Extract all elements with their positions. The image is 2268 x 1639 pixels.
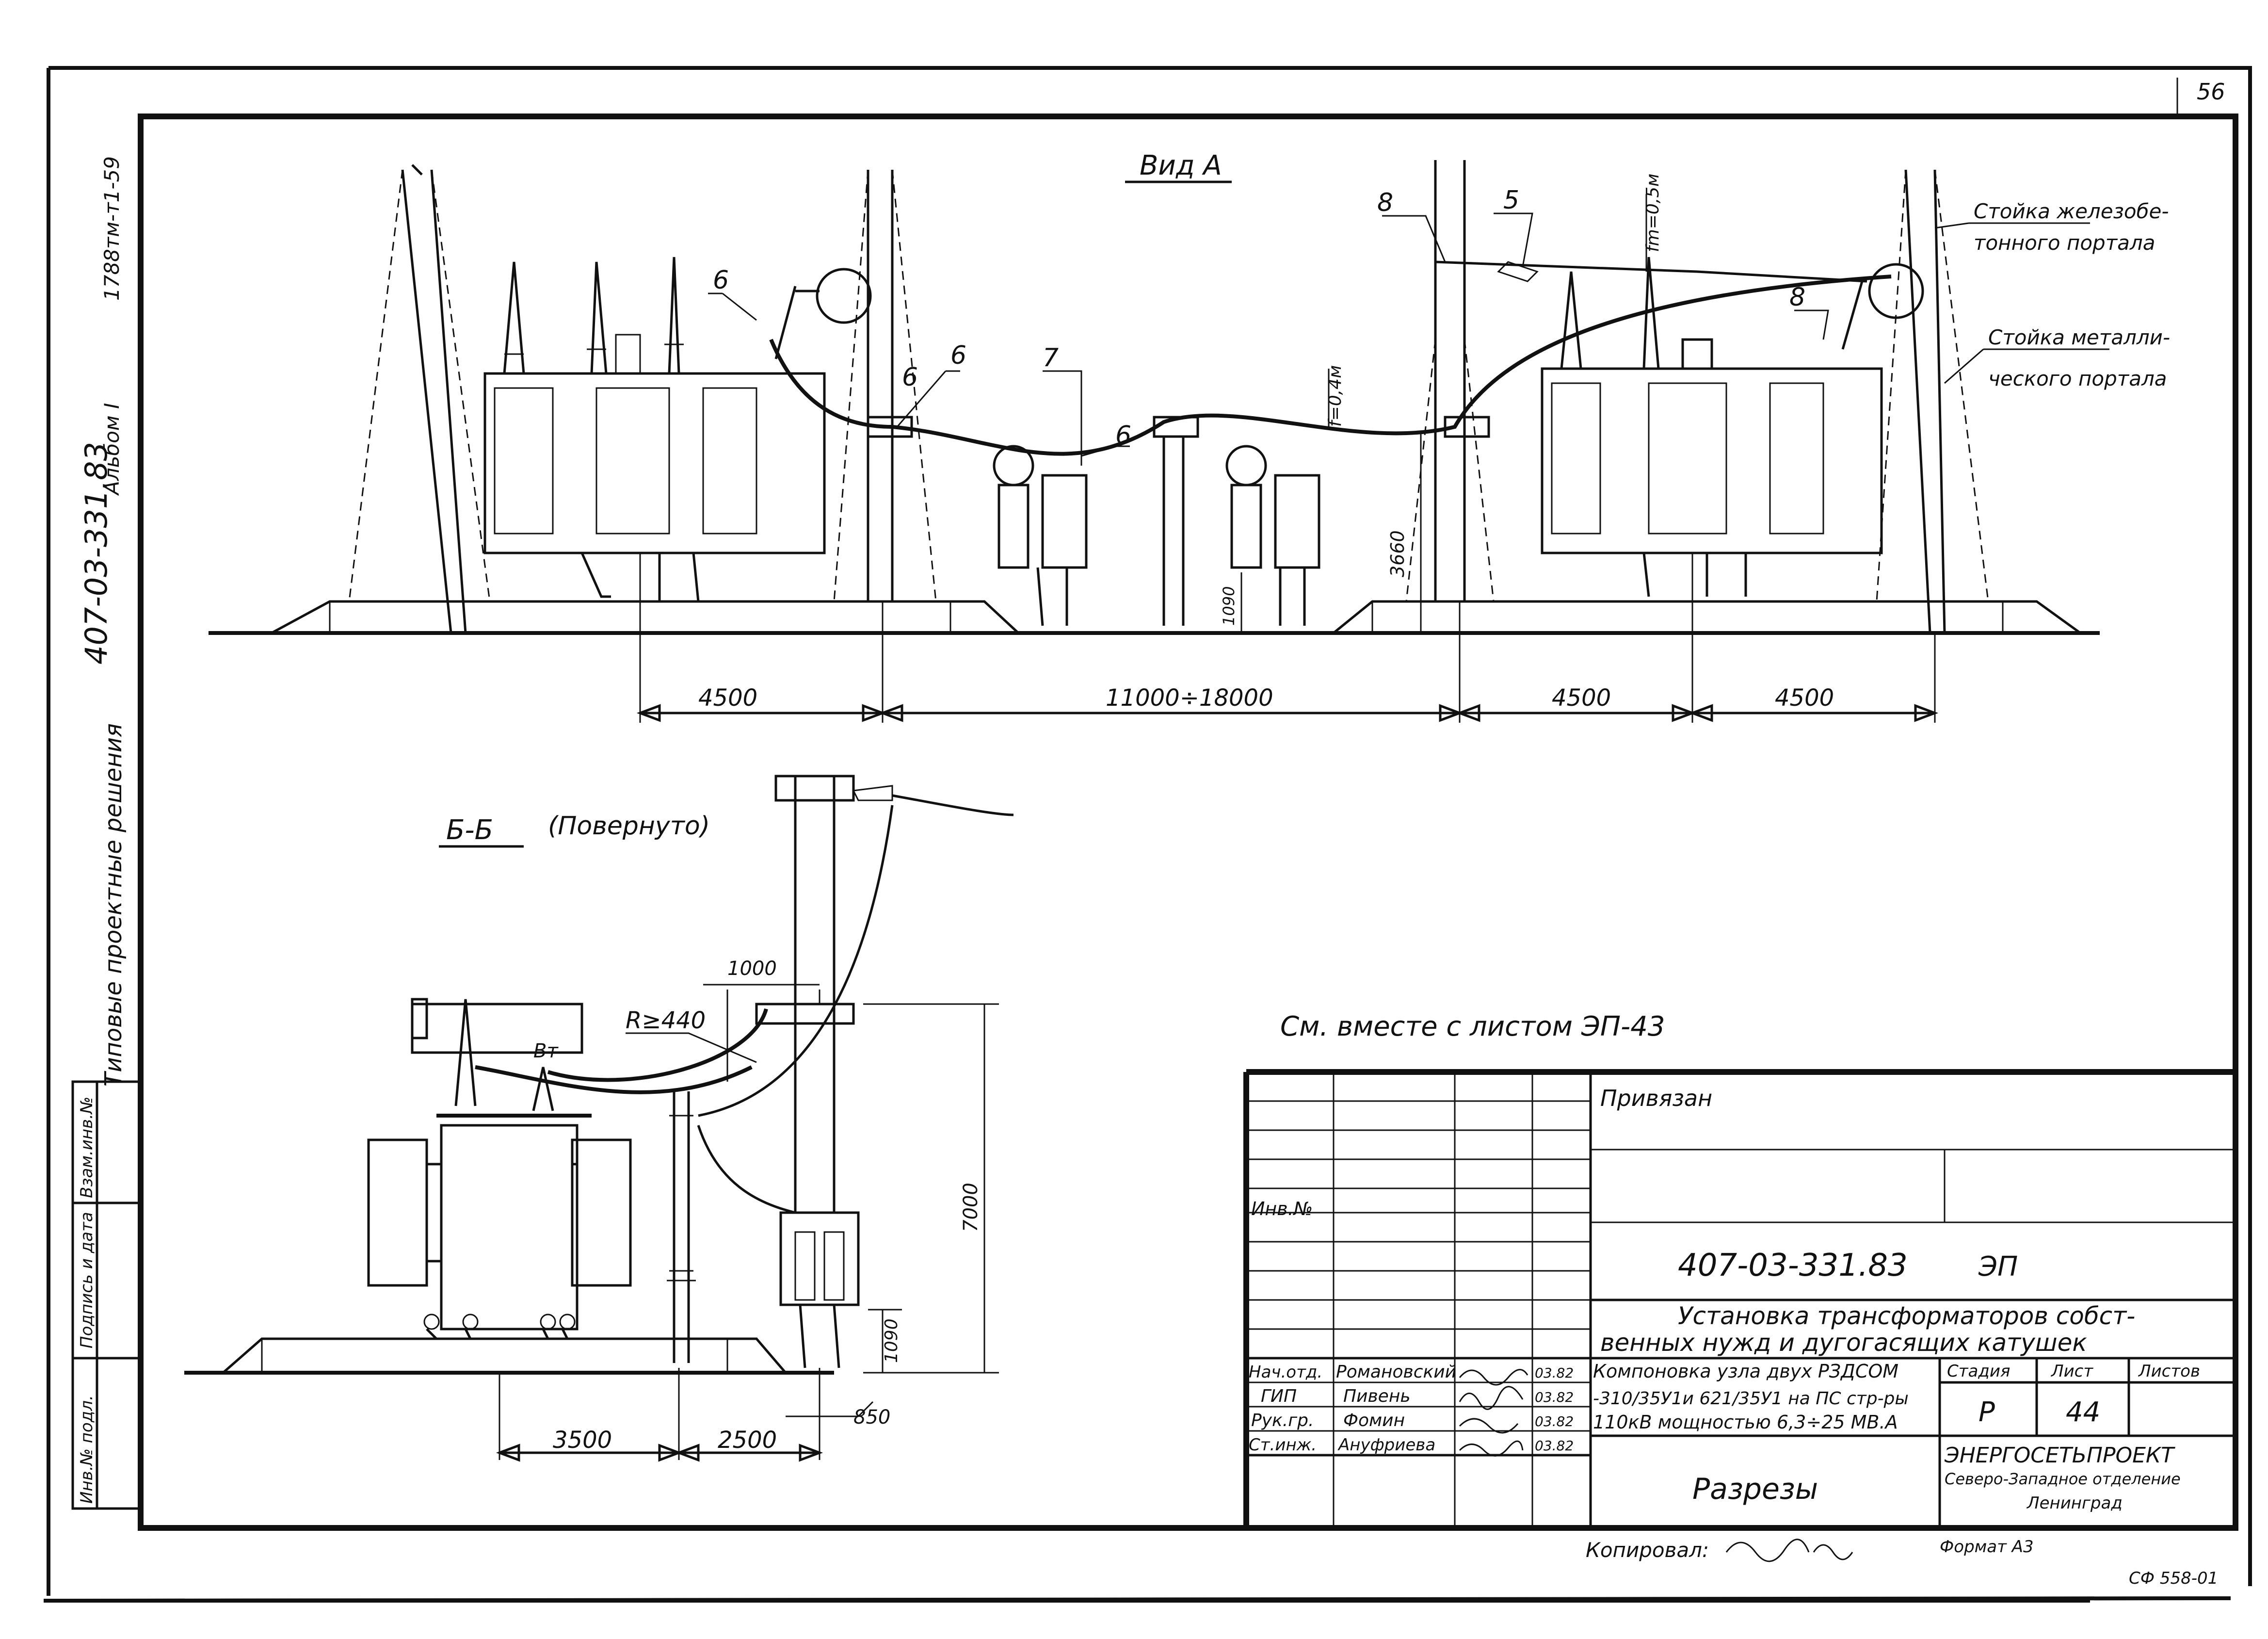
margin-album-label: Альбом I — [100, 403, 124, 496]
archive-stamp: СФ 558-01 — [2129, 1569, 2218, 1588]
sheet-frame — [44, 66, 2252, 1603]
tb-stage-label: Стадия — [1947, 1362, 2010, 1381]
signature-marks — [1459, 1369, 1528, 1457]
note-metal-portal-2: ческого портала — [1988, 367, 2167, 390]
tb-drawing-name: Разрезы — [1692, 1472, 1818, 1506]
margin-series: Типовые проектные решения — [100, 723, 127, 1087]
tb-stage: Р — [1978, 1396, 1995, 1428]
margin-col-replace-inv: Взам.инв.№ — [77, 1097, 97, 1198]
copied-signature — [1725, 1539, 1853, 1562]
view-a-dim-2: 11000÷18000 — [1106, 684, 1273, 712]
section-bb-dim-2500: 2500 — [718, 1427, 777, 1454]
copied-by: Копировал: — [1586, 1538, 1709, 1562]
view-a: Вид А — [209, 150, 2170, 723]
section-bb-bt: Вт — [533, 1040, 559, 1062]
tb-sheets-label: Листов — [2138, 1362, 2200, 1381]
section-bb-dim-3500: 3500 — [553, 1427, 612, 1454]
section-bb-dimension-chain: 3500 2500 850 — [496, 1368, 890, 1462]
tb-signer-name-3: Фомин — [1343, 1411, 1405, 1430]
section-bb-top-dim: 1000 — [727, 957, 777, 980]
tb-org-1: ЭНЕРГОСЕТЬПРОЕКТ — [1944, 1443, 2175, 1468]
tb-privyazan: Привязан — [1600, 1085, 1712, 1111]
callout-6d: 6 — [1115, 421, 1131, 450]
left-margin: Типовые проектные решения 407-03-331.83 … — [71, 156, 142, 1510]
section-bb-dim-850: 850 — [853, 1406, 890, 1428]
tb-org-3: Ленинград — [2026, 1493, 2123, 1513]
tb-signer-role-2: ГИП — [1261, 1386, 1297, 1406]
view-a-vdim-3660: 3660 — [1387, 530, 1408, 577]
tb-signer-role-4: Ст.инж. — [1249, 1435, 1317, 1455]
view-a-vdim-1090: 1090 — [1220, 586, 1238, 626]
tb-signer-date-3: 03.82 — [1535, 1413, 1574, 1429]
view-a-dim-3: 4500 — [1552, 684, 1611, 712]
view-a-left-transformer — [483, 257, 872, 602]
section-bb-title: Б-Б — [446, 814, 493, 846]
margin-project-code: 407-03-331.83 — [79, 442, 114, 665]
tb-signer-date-1: 03.82 — [1535, 1365, 1574, 1381]
tb-code: 407-03-331.83 — [1678, 1248, 1908, 1283]
view-a-arc-suppression-coils — [993, 445, 1320, 626]
tb-signer-date-4: 03.82 — [1535, 1438, 1574, 1454]
section-bb-subtitle: (Повернуто) — [548, 811, 710, 841]
callout-7: 7 — [1043, 343, 1059, 373]
callout-6c: 6 — [902, 363, 918, 392]
note-steel-portal-2: тонного портала — [1974, 231, 2155, 255]
tb-signer-role-1: Нач.отд. — [1249, 1363, 1322, 1382]
tb-signer-name-1: Романовский — [1336, 1362, 1456, 1382]
tb-signer-name-2: Пивень — [1343, 1386, 1411, 1406]
view-a-right-transformer — [1541, 257, 1924, 597]
tb-desc-2: -310/35У1и 621/35У1 на ПС стр-ры — [1593, 1389, 1909, 1409]
callout-8b: 8 — [1789, 283, 1805, 312]
tb-signer-date-2: 03.82 — [1535, 1389, 1574, 1405]
callout-6b: 6 — [950, 341, 966, 370]
callout-8a: 8 — [1377, 188, 1393, 217]
note-steel-portal-1: Стойка железобе- — [1974, 199, 2169, 223]
tb-sheet-label: Лист — [2050, 1362, 2093, 1381]
view-a-dim-4: 4500 — [1775, 684, 1834, 712]
title-block: Привязан Инв.№ 407-03-331.83 ЭП Установк… — [1243, 1069, 2236, 1528]
callout-5: 5 — [1503, 186, 1519, 215]
tb-sheet: 44 — [2066, 1396, 2100, 1428]
tb-org-2: Северо-Западное отделение — [1945, 1470, 2181, 1488]
margin-col-inv-orig: Инв.№ подл. — [77, 1395, 97, 1504]
tb-desc-3: 110кВ мощностью 6,3÷25 МВ.А — [1593, 1412, 1898, 1433]
view-a-title: Вид А — [1140, 150, 1222, 181]
view-a-dim-1: 4500 — [698, 684, 757, 712]
format-label: Формат А3 — [1940, 1537, 2034, 1557]
tb-title-1: Установка трансформаторов собст- — [1678, 1302, 2135, 1330]
margin-album: 1788тм-т1-59 — [100, 156, 124, 301]
callout-6a: 6 — [713, 266, 729, 295]
section-bb-vdim-7000: 7000 — [960, 1183, 982, 1232]
section-bb: Б-Б (Повернуто) — [184, 775, 1014, 1462]
note-metal-portal-1: Стойка металли- — [1988, 325, 2170, 349]
tb-mark: ЭП — [1978, 1251, 2018, 1282]
sheet-number: 56 — [2197, 79, 2225, 105]
view-a-dimension-chain: 4500 11000÷18000 4500 4500 — [636, 553, 1939, 723]
see-also-note: См. вместе с листом ЭП-43 — [1280, 1011, 1665, 1042]
margin-col-signature: Подпись и дата — [77, 1212, 97, 1348]
section-bb-transformer — [367, 998, 632, 1340]
section-bb-radius: R≥440 — [626, 1007, 706, 1034]
tb-signer-role-3: Рук.гр. — [1251, 1411, 1314, 1430]
section-bb-vdim-1090: 1090 — [882, 1318, 901, 1363]
tb-title-2: венных нужд и дугогасящих катушек — [1600, 1329, 2087, 1357]
tb-inv: Инв.№ — [1251, 1198, 1313, 1219]
tb-desc-1: Компоновка узла двух РЗДСОМ — [1593, 1361, 1898, 1382]
tb-signer-name-4: Ануфриева — [1337, 1435, 1435, 1455]
